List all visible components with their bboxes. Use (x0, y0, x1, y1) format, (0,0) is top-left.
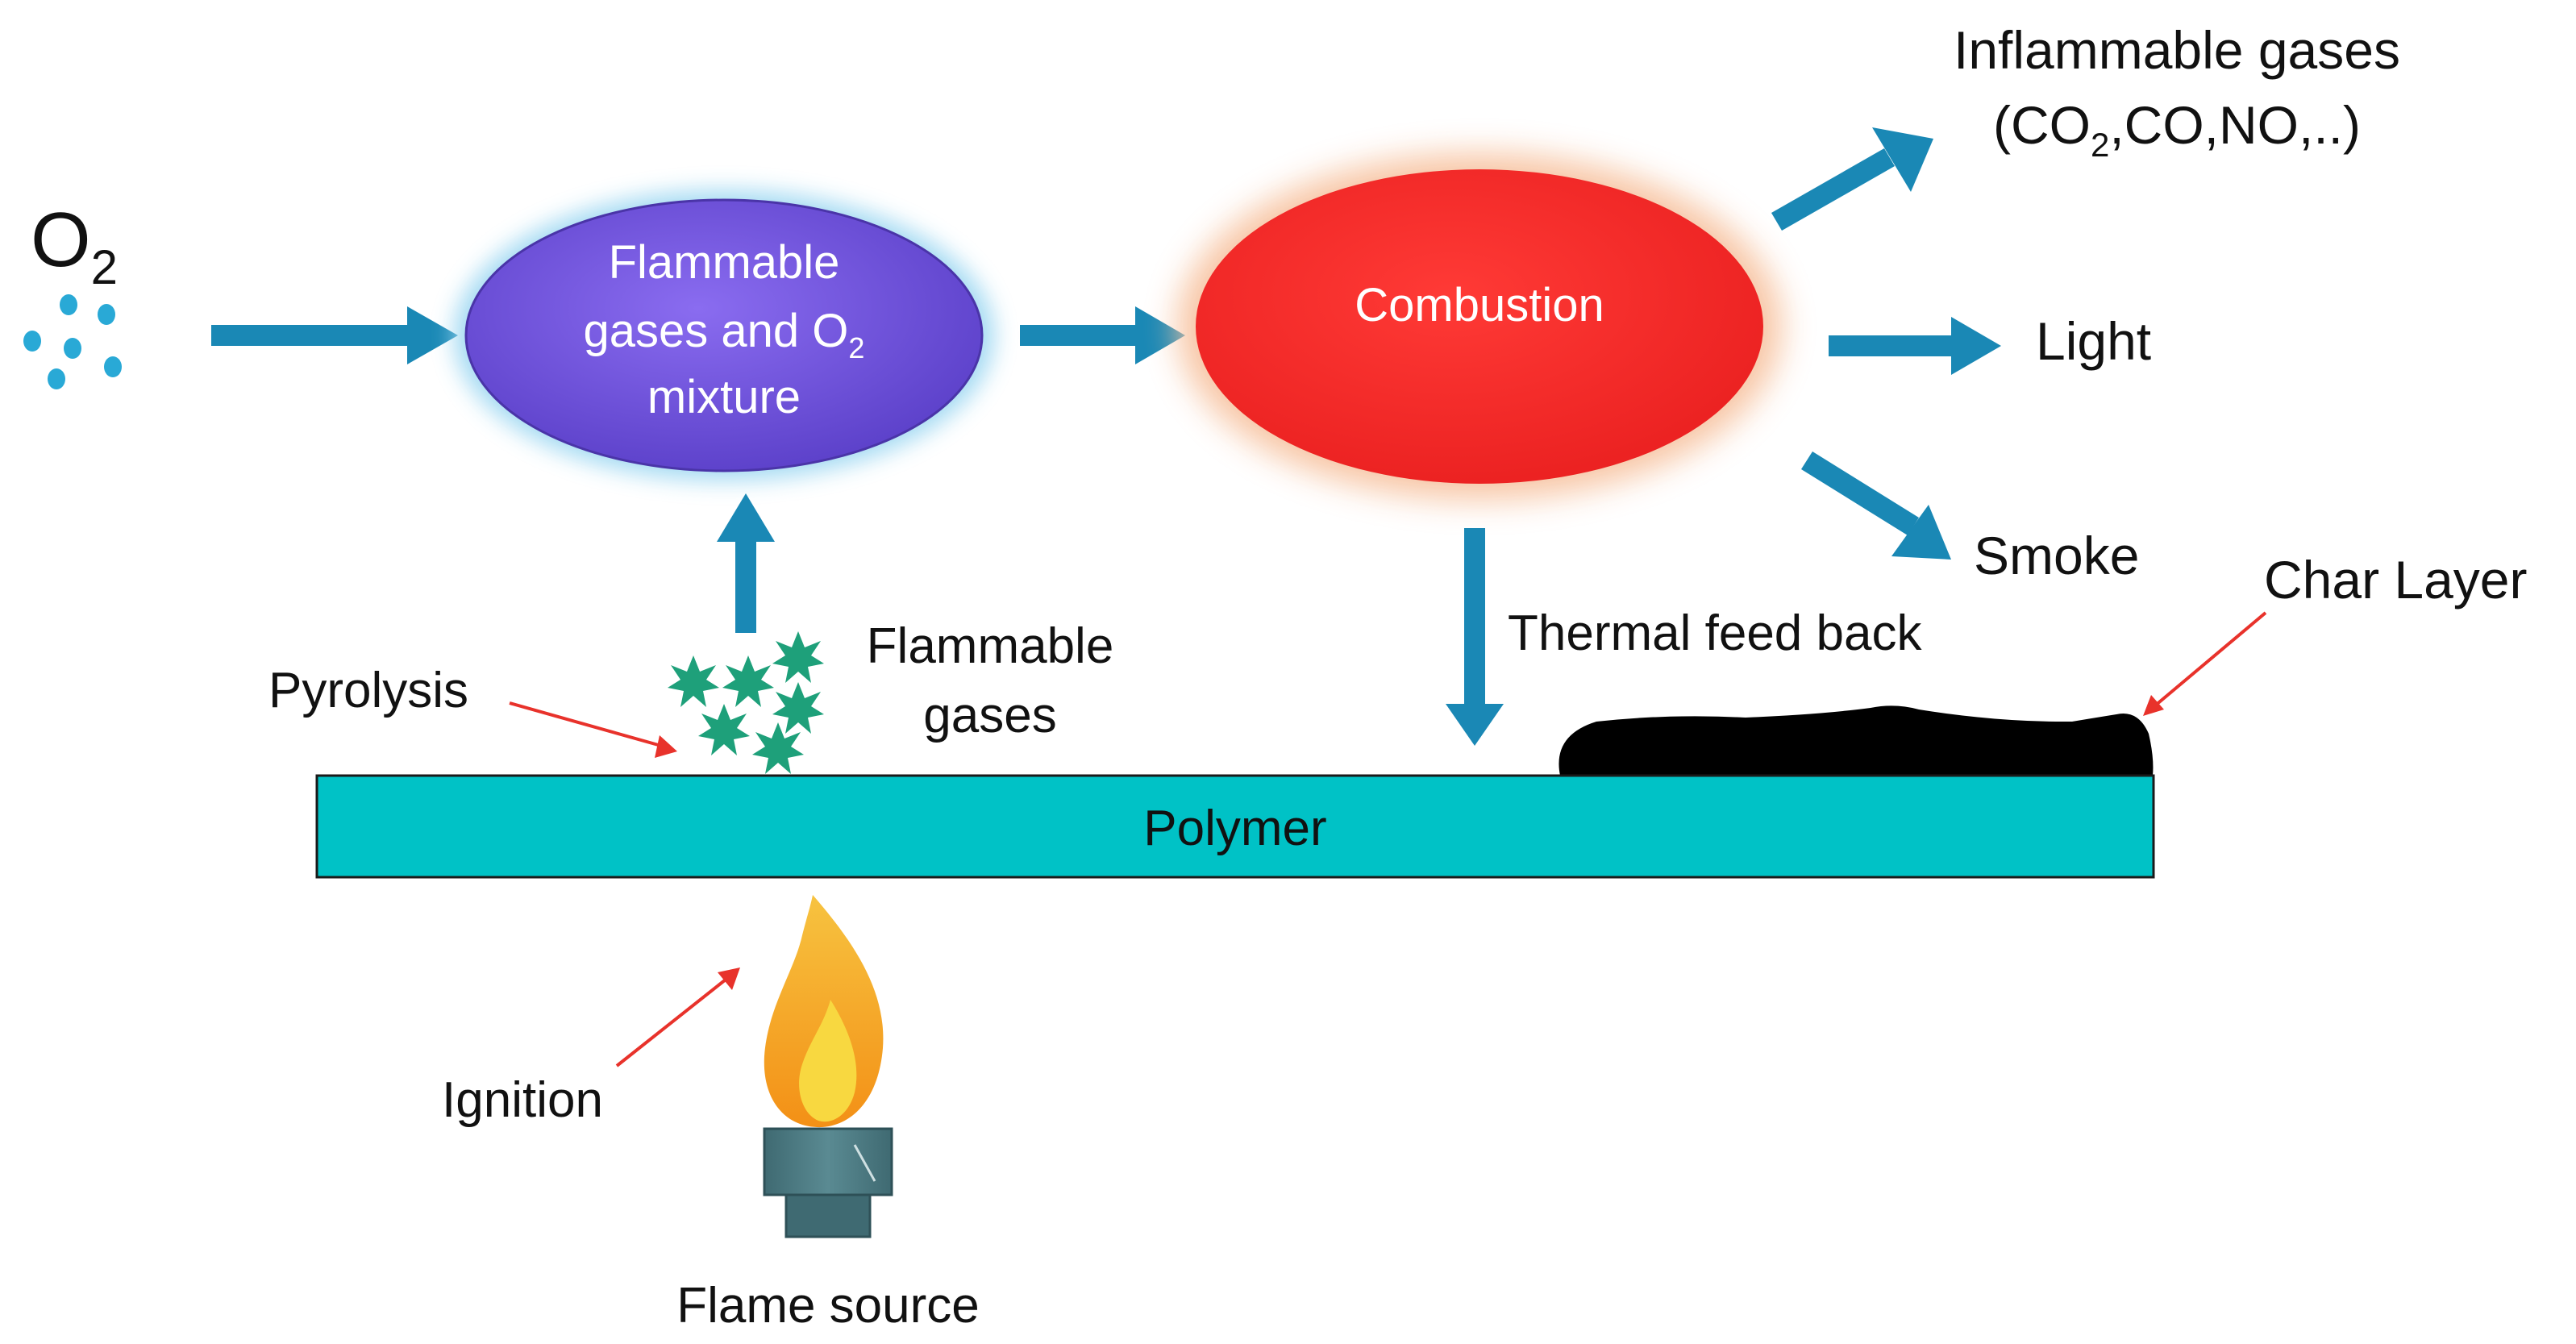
arrow-to-light (1829, 317, 2001, 375)
flammable-gases-label-line1: Flammable (867, 618, 1114, 674)
flame-icon (764, 895, 884, 1128)
oxygen-label: O2 (31, 197, 118, 294)
inflammable-gases-label-line2: (CO2,CO,NO,..) (1993, 95, 2361, 164)
char-layer-pointer (2143, 611, 2267, 716)
inflammable-gases-subscript: 2 (2091, 126, 2109, 164)
mixture-node: Flammable gases and O2 mixture (454, 190, 994, 481)
smoke-label: Smoke (1974, 526, 2139, 585)
mixture-label-subscript: 2 (848, 331, 864, 364)
flammable-gas-particles-icon (668, 631, 824, 774)
ignition-label: Ignition (442, 1072, 603, 1128)
inflammable-gases-rest: ,CO,NO,..) (2109, 95, 2361, 155)
burner-icon (763, 1127, 893, 1238)
arrow-to-smoke (1801, 451, 1951, 560)
arrow-oxygen-to-mixture (211, 306, 458, 364)
ignition-pointer (615, 967, 740, 1067)
oxygen-molecules-icon (23, 294, 122, 389)
mixture-label-line2: gases and O2 (584, 305, 865, 364)
oxygen-symbol: O (31, 197, 91, 283)
char-layer (1559, 705, 2154, 776)
arrow-mixture-to-combustion (1020, 306, 1185, 364)
arrow-thermal-feedback (1446, 528, 1504, 746)
oxygen-subscript: 2 (91, 240, 118, 294)
flame-source-label: Flame source (676, 1278, 980, 1334)
pyrolysis-pointer (509, 701, 677, 758)
pyrolysis-label: Pyrolysis (268, 663, 468, 718)
light-label: Light (2036, 311, 2151, 371)
polymer-label: Polymer (1143, 801, 1326, 856)
flammable-gases-label-line2: gases (923, 688, 1056, 743)
mixture-label-line2-prefix: gases and O (584, 305, 849, 357)
polymer-slab: Polymer (315, 774, 2155, 879)
inflammable-gases-label-line1: Inflammable gases (1954, 20, 2400, 80)
mixture-label-line3: mixture (647, 371, 801, 423)
char-layer-label: Char Layer (2264, 550, 2528, 610)
combustion-node: Combustion (1177, 153, 1782, 500)
combustion-label: Combustion (1355, 279, 1604, 331)
mixture-label-line1: Flammable (609, 236, 840, 289)
arrow-gases-to-mixture (717, 493, 775, 633)
thermal-feedback-label: Thermal feed back (1508, 605, 1922, 661)
inflammable-gases-open: (CO (1993, 95, 2091, 155)
arrow-to-inflammable-gases (1771, 127, 1933, 231)
